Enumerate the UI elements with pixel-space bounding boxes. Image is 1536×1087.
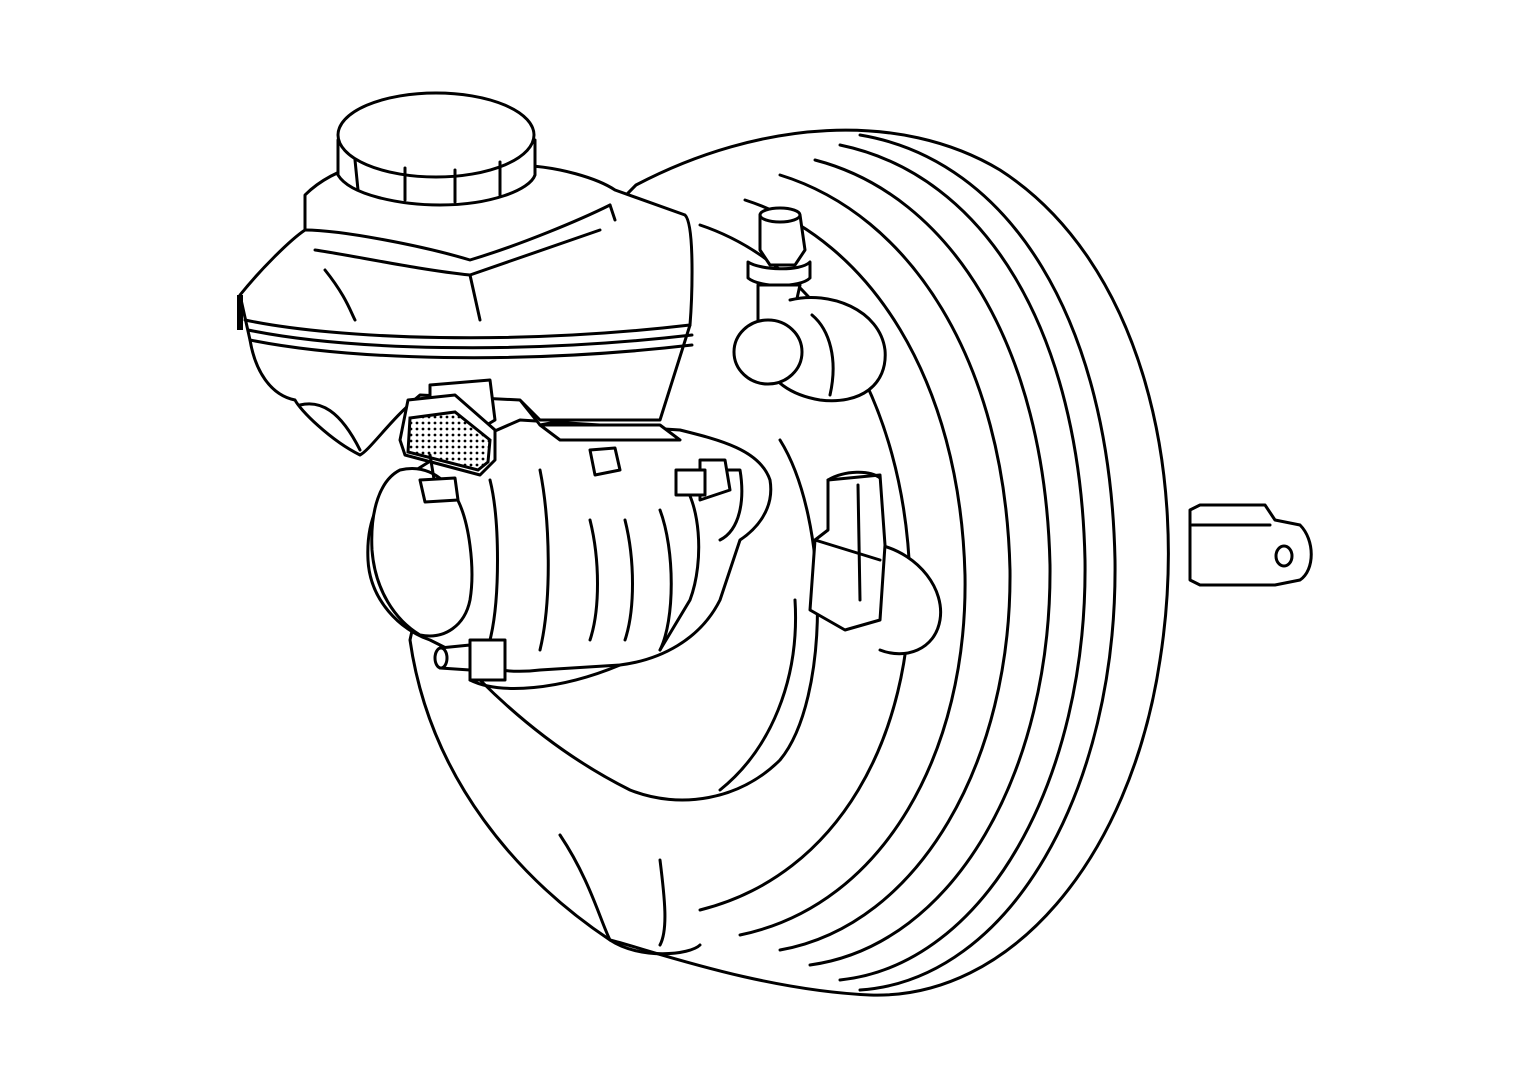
pushrod-bracket bbox=[1188, 503, 1313, 587]
reservoir-cap bbox=[336, 91, 537, 207]
fluid-level-sensor-connector bbox=[398, 393, 497, 504]
master-cylinder bbox=[366, 383, 773, 690]
pressure-sensor bbox=[808, 470, 943, 656]
vacuum-check-valve bbox=[732, 206, 887, 403]
